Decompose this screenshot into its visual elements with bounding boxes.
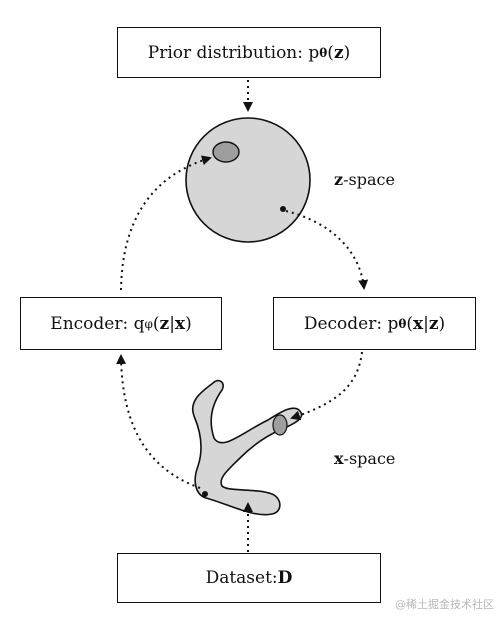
z-space-sphere <box>185 117 311 243</box>
x-space-point <box>202 491 208 497</box>
prior-arg: z <box>333 42 344 63</box>
x-space-label-bold: x <box>334 449 344 468</box>
encoder-open: ( <box>152 313 160 334</box>
decoder-prefix: Decoder: p <box>303 313 399 334</box>
dataset-prefix: Dataset: <box>205 568 278 588</box>
arrow-x-space-to-encoder <box>116 354 201 489</box>
encoder-a1: z <box>159 313 170 334</box>
z-space-label-bold: z <box>334 170 344 189</box>
dataset-symbol: D <box>277 568 293 588</box>
z-space-prior-region <box>212 141 240 163</box>
x-space-manifold <box>191 379 303 516</box>
prior-open: ( <box>327 42 334 63</box>
dataset-box: Dataset: D <box>117 553 381 603</box>
encoder-close: ) <box>185 313 192 334</box>
decoder-close: ) <box>438 313 446 334</box>
decoder-a2: z <box>428 313 439 334</box>
z-space-label: z-space <box>334 170 395 189</box>
decoder-sep: | <box>423 313 429 334</box>
prior-sub: θ <box>319 45 328 60</box>
x-space-data-region <box>272 414 288 436</box>
z-space-label-rest: -space <box>343 170 395 189</box>
arrow-encoder-to-z-space <box>120 155 212 291</box>
prior-close: ) <box>343 42 351 63</box>
z-space-point <box>280 206 286 212</box>
decoder-a1: x <box>413 313 424 334</box>
encoder-sub: φ <box>144 316 153 331</box>
prior-prefix: Prior distribution: p <box>147 42 320 63</box>
arrow-z-space-to-decoder <box>285 210 369 290</box>
encoder-prefix: Encoder: q <box>50 313 145 334</box>
x-space-label-rest: -space <box>343 449 396 468</box>
encoder-a2: x <box>174 313 186 334</box>
encoder-sep: | <box>169 313 175 334</box>
decoder-sub: θ <box>398 316 407 331</box>
decoder-open: ( <box>406 313 413 334</box>
watermark: @稀土掘金技术社区 <box>395 598 494 611</box>
x-space-label: x-space <box>334 449 395 468</box>
arrow-decoder-to-x-space <box>290 351 363 421</box>
